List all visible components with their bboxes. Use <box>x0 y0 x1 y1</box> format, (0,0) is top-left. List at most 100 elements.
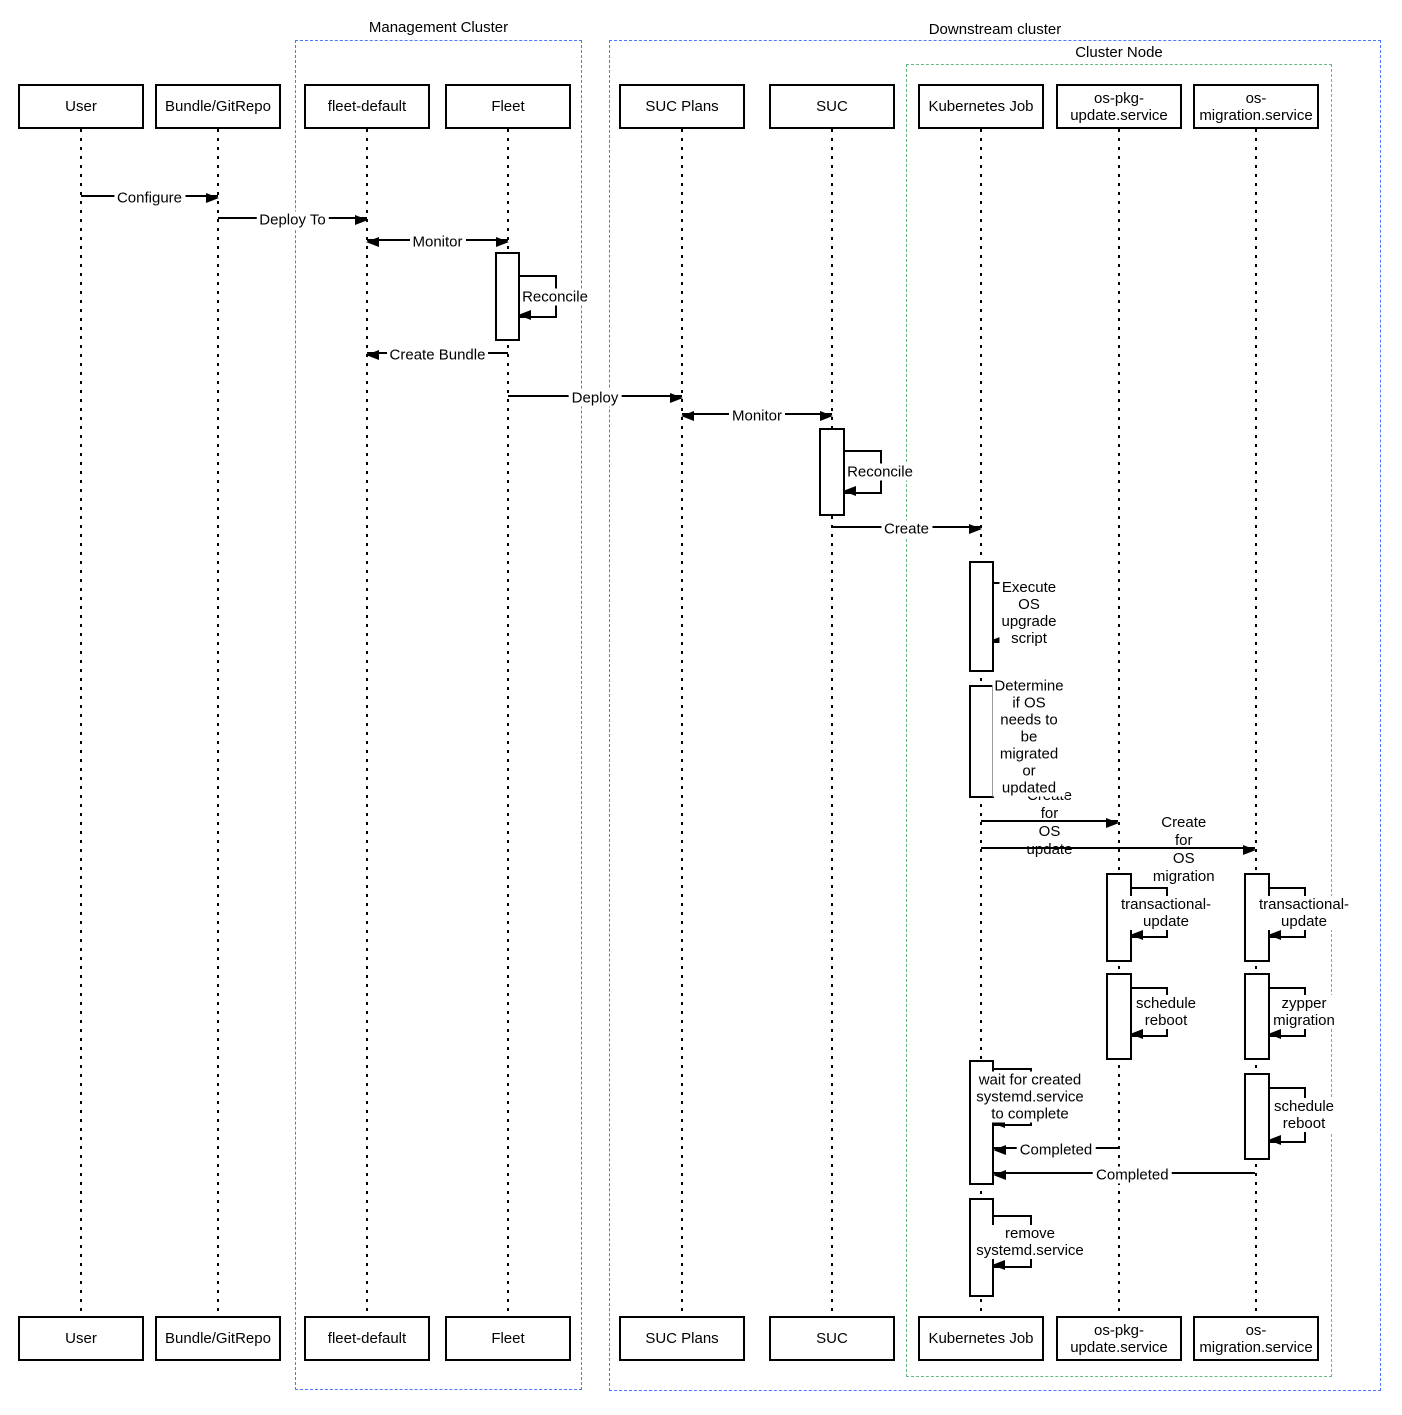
message-label: schedule reboot <box>1133 995 1199 1029</box>
participant-footer-suc-plans: SUC Plans <box>619 1316 745 1361</box>
participant-footer-os-migration-service: os-migration.service <box>1193 1316 1319 1361</box>
participant-label: Bundle/GitRepo <box>165 1330 271 1347</box>
participant-os-pkg-update-service: os-pkg-update.service <box>1056 84 1182 129</box>
participant-label: Bundle/GitRepo <box>165 98 271 115</box>
participant-label: Fleet <box>491 1330 525 1347</box>
message-create-bundle: Create Bundle <box>366 346 508 364</box>
participant-footer-bundle-gitrepo: Bundle/GitRepo <box>155 1316 281 1361</box>
message-label: Monitor <box>409 233 466 251</box>
self-message-reconcile-fleet: Reconcile <box>518 275 590 320</box>
self-message-execute-os-upgrade: Execute OS upgrade script <box>992 578 1059 647</box>
arrowhead-left-icon <box>992 635 1005 645</box>
message-label: Monitor <box>728 407 786 425</box>
message-label: Completed <box>1093 1166 1172 1184</box>
arrowhead-left-icon <box>843 486 856 496</box>
group-management-cluster <box>295 40 582 1390</box>
activation-os-migration-3 <box>1244 1073 1270 1160</box>
group-label-management-cluster: Management Cluster <box>368 19 509 36</box>
arrowhead-left-icon <box>366 237 379 247</box>
arrowhead-left-icon <box>993 1170 1006 1180</box>
group-downstream-cluster <box>609 40 1381 1391</box>
message-label: wait for created systemd.service to comp… <box>974 1071 1086 1123</box>
participant-label: os-pkg-update.service <box>1070 89 1168 124</box>
participant-label: User <box>65 1330 97 1347</box>
message-label: Create for OS migration <box>1152 814 1215 885</box>
participant-label: SUC Plans <box>645 1330 719 1347</box>
self-message-remove-systemd: remove systemd.service <box>974 1215 1086 1270</box>
self-message-schedule-reboot-migration: schedule reboot <box>1268 1087 1337 1145</box>
message-completed-migration: Completed <box>993 1166 1255 1184</box>
message-label: transactional-update <box>1118 895 1214 930</box>
arrowhead-left-icon <box>1130 930 1143 940</box>
participant-footer-fleet-default: fleet-default <box>304 1316 430 1361</box>
participant-suc-plans: SUC Plans <box>619 84 745 129</box>
lifeline-fleet <box>507 129 509 1316</box>
message-monitor-fleet: Monitor <box>366 233 509 251</box>
group-cluster-node <box>906 64 1332 1377</box>
arrowhead-left-icon <box>992 1118 1005 1128</box>
message-label: Create <box>880 520 933 538</box>
message-label: Configure <box>113 189 186 207</box>
arrowhead-left-icon <box>681 411 694 421</box>
participant-fleet: Fleet <box>445 84 571 129</box>
participant-footer-os-pkg-update-service: os-pkg-update.service <box>1056 1316 1182 1361</box>
arrowhead-left-icon <box>1268 1135 1281 1145</box>
arrowhead-left-icon <box>992 1260 1005 1270</box>
group-label-downstream-cluster: Downstream cluster <box>928 21 1062 38</box>
message-label: Deploy <box>568 389 622 407</box>
self-message-transactional-update-migration: transactional-update <box>1256 887 1352 940</box>
participant-bundle-gitrepo: Bundle/GitRepo <box>155 84 281 129</box>
message-label: Reconcile <box>520 288 590 305</box>
arrowhead-right-icon <box>820 411 833 421</box>
message-create-for-os-migration: Create for OS migration <box>981 814 1256 885</box>
message-label: Determine if OS needs to be migrated or … <box>992 677 1066 796</box>
lifeline-bundle-gitrepo <box>217 129 219 1316</box>
self-message-reconcile-suc: Reconcile <box>843 450 915 496</box>
message-label: schedule reboot <box>1271 1098 1337 1132</box>
participant-footer-fleet: Fleet <box>445 1316 571 1361</box>
arrowhead-right-icon <box>670 393 683 403</box>
lifeline-os-pkg-update-service <box>1118 129 1120 1316</box>
arrowhead-left-icon <box>518 310 531 320</box>
message-label: Deploy To <box>256 211 329 229</box>
activation-os-pkg-update-2 <box>1106 973 1132 1060</box>
message-label: Execute OS upgrade script <box>999 578 1059 647</box>
participant-label: os-migration.service <box>1199 89 1313 124</box>
participant-label: fleet-default <box>327 1330 407 1347</box>
arrowhead-left-icon <box>1268 1029 1281 1039</box>
participant-footer-suc: SUC <box>769 1316 895 1361</box>
activation-kubernetes-job-2 <box>969 685 994 798</box>
arrowhead-right-icon <box>206 193 219 203</box>
activation-fleet <box>495 252 520 341</box>
participant-label: os-migration.service <box>1199 1321 1313 1356</box>
message-create-for-os-update: Create for OS update <box>981 787 1119 858</box>
message-completed-pkg: Completed <box>993 1141 1118 1159</box>
activation-kubernetes-job-1 <box>969 561 994 672</box>
arrowhead-left-icon <box>366 350 379 360</box>
message-label: transactional-update <box>1256 895 1352 930</box>
message-label: Create Bundle <box>386 346 489 364</box>
participant-label: User <box>65 98 97 115</box>
participant-label: SUC <box>816 1330 848 1347</box>
participant-user: User <box>18 84 144 129</box>
participant-label: os-pkg-update.service <box>1070 1321 1168 1356</box>
message-monitor-suc: Monitor <box>681 407 833 425</box>
message-label: Completed <box>1016 1141 1096 1159</box>
self-message-zypper-migration: zypper migration <box>1268 987 1337 1039</box>
lifeline-os-migration-service <box>1255 129 1257 1316</box>
participant-label: Kubernetes Job <box>928 98 1034 115</box>
message-label: Reconcile <box>845 463 915 481</box>
lifeline-suc-plans <box>681 129 683 1316</box>
arrowhead-right-icon <box>1106 818 1119 828</box>
participant-os-migration-service: os-migration.service <box>1193 84 1319 129</box>
message-label: remove systemd.service <box>974 1224 1086 1259</box>
self-message-wait-systemd: wait for created systemd.service to comp… <box>974 1068 1086 1128</box>
participant-label: fleet-default <box>327 98 407 115</box>
participant-kubernetes-job: Kubernetes Job <box>918 84 1044 129</box>
arrowhead-left-icon <box>993 1145 1006 1155</box>
participant-label: SUC Plans <box>645 98 719 115</box>
arrowhead-right-icon <box>355 215 368 225</box>
message-label: zypper migration <box>1271 995 1337 1029</box>
message-configure: Configure <box>81 189 219 207</box>
